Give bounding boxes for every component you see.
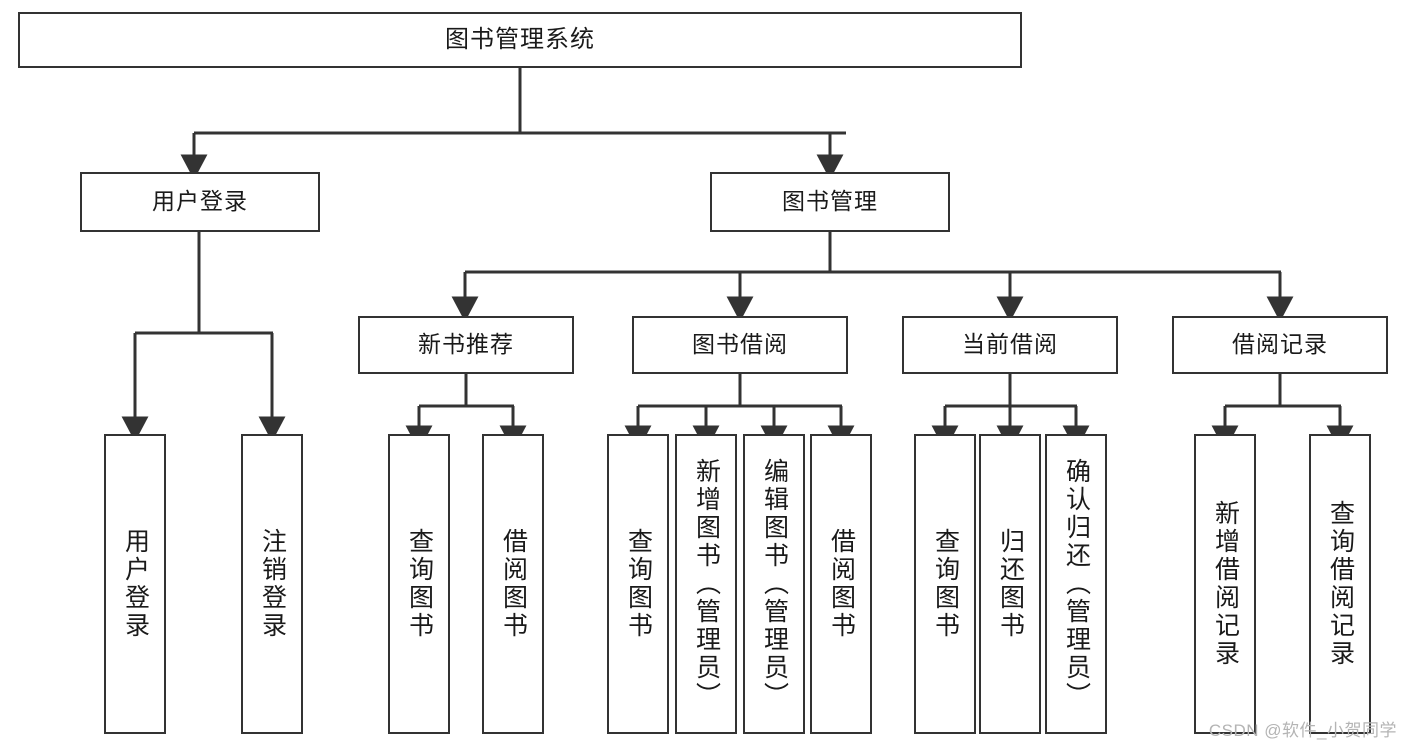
node-book-management-label: 图书管理 (782, 188, 878, 215)
node-book-management[interactable]: 图书管理 (710, 172, 950, 232)
leaf-confirm-return[interactable]: 确认归还（管理员） (1045, 434, 1107, 734)
node-book-borrow[interactable]: 图书借阅 (632, 316, 848, 374)
node-new-book-recommend-label: 新书推荐 (418, 331, 514, 358)
leaf-edit-book[interactable]: 编辑图书（管理员） (743, 434, 805, 734)
node-user-login[interactable]: 用户登录 (80, 172, 320, 232)
leaf-add-record-label: 新增借阅记录 (1211, 500, 1240, 668)
leaf-add-record[interactable]: 新增借阅记录 (1194, 434, 1256, 734)
leaf-query-book-2[interactable]: 查询图书 (607, 434, 669, 734)
leaf-logout-label: 注销登录 (258, 528, 287, 640)
leaf-return-book-label: 归还图书 (996, 528, 1025, 640)
node-new-book-recommend[interactable]: 新书推荐 (358, 316, 574, 374)
leaf-query-record[interactable]: 查询借阅记录 (1309, 434, 1371, 734)
leaf-query-book-1[interactable]: 查询图书 (388, 434, 450, 734)
watermark: CSDN @软件_小贺同学 (1208, 721, 1397, 740)
leaf-user-login[interactable]: 用户登录 (104, 434, 166, 734)
leaf-borrow-book-2[interactable]: 借阅图书 (810, 434, 872, 734)
node-borrow-record-label: 借阅记录 (1232, 331, 1328, 358)
leaf-query-book-3-label: 查询图书 (931, 528, 960, 640)
leaf-query-book-2-label: 查询图书 (624, 528, 653, 640)
leaf-add-book-label: 新增图书（管理员） (692, 458, 721, 710)
leaf-add-book[interactable]: 新增图书（管理员） (675, 434, 737, 734)
node-current-borrow[interactable]: 当前借阅 (902, 316, 1118, 374)
leaf-user-login-label: 用户登录 (121, 528, 150, 640)
leaf-return-book[interactable]: 归还图书 (979, 434, 1041, 734)
node-borrow-record[interactable]: 借阅记录 (1172, 316, 1388, 374)
leaf-query-book-1-label: 查询图书 (405, 528, 434, 640)
leaf-borrow-book-1-label: 借阅图书 (499, 528, 528, 640)
node-root-label: 图书管理系统 (445, 25, 595, 53)
leaf-borrow-book-2-label: 借阅图书 (827, 528, 856, 640)
leaf-query-book-3[interactable]: 查询图书 (914, 434, 976, 734)
leaf-logout[interactable]: 注销登录 (241, 434, 303, 734)
node-user-login-label: 用户登录 (152, 188, 248, 215)
leaf-edit-book-label: 编辑图书（管理员） (760, 458, 789, 710)
leaf-confirm-return-label: 确认归还（管理员） (1062, 458, 1091, 710)
node-current-borrow-label: 当前借阅 (962, 331, 1058, 358)
leaf-borrow-book-1[interactable]: 借阅图书 (482, 434, 544, 734)
node-root[interactable]: 图书管理系统 (18, 12, 1022, 68)
leaf-query-record-label: 查询借阅记录 (1326, 500, 1355, 668)
node-book-borrow-label: 图书借阅 (692, 331, 788, 358)
